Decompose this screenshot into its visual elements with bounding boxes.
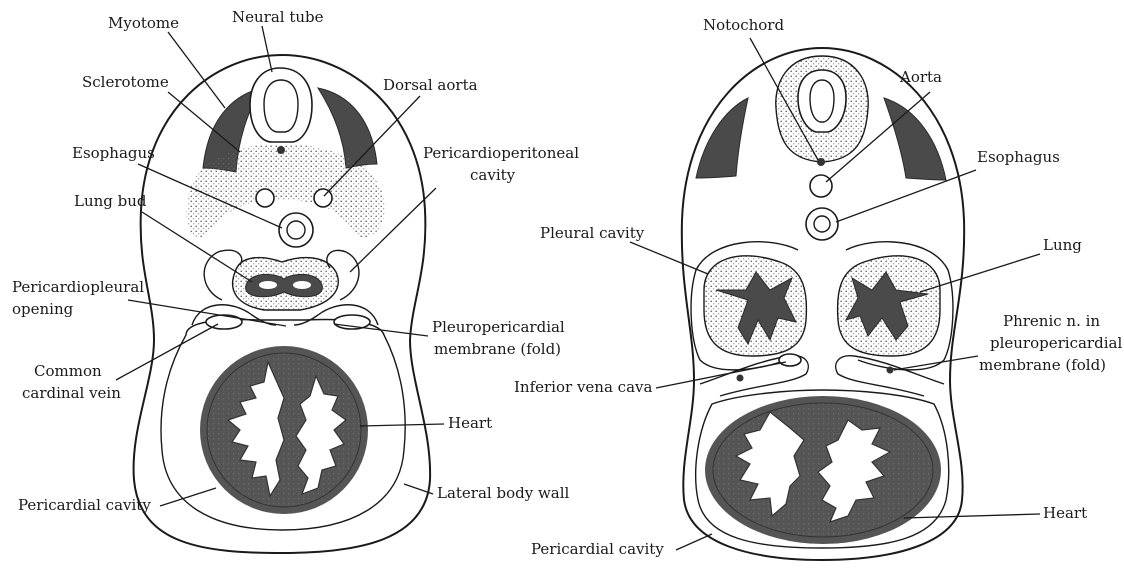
label-esophagus-left: Esophagus	[72, 144, 155, 162]
right-inferior-vena-cava	[779, 354, 801, 366]
label-phrenic-line1: Phrenic n. in	[1003, 312, 1100, 330]
label-neural-tube: Neural tube	[232, 8, 324, 26]
leader-pleural-cavity	[630, 242, 708, 274]
label-phrenic-line2: pleuropericardial	[990, 334, 1122, 352]
label-common-cardinal-line2: cardinal vein	[22, 384, 121, 402]
label-sclerotome: Sclerotome	[82, 73, 169, 91]
label-pericardiopleural-line1: Pericardiopleural	[12, 278, 144, 296]
leader-common-cardinal	[116, 324, 218, 380]
leader-myotome	[168, 32, 225, 108]
label-pleuropericardial-line2: membrane (fold)	[434, 340, 561, 358]
label-pericardioperitoneal-line1: Pericardioperitoneal	[423, 144, 579, 162]
label-aorta: Aorta	[899, 68, 942, 86]
right-cross-section	[682, 48, 964, 560]
left-esophagus	[279, 213, 313, 247]
leader-pleuropericardial	[334, 324, 428, 336]
right-phrenic-nerve-left	[737, 375, 744, 382]
left-dorsal-aorta-left	[256, 189, 274, 207]
label-heart-right: Heart	[1043, 504, 1087, 522]
left-lung-bud-lumen-left	[259, 281, 277, 289]
right-aorta	[810, 175, 832, 197]
label-pericardiopleural-line2: opening	[12, 300, 74, 318]
label-common-cardinal-line1: Common	[34, 362, 102, 380]
right-phrenic-nerve-right	[887, 367, 894, 374]
left-heart-myocardium	[207, 353, 361, 507]
label-phrenic-line3: membrane (fold)	[979, 356, 1106, 374]
right-myotome-left	[696, 98, 748, 178]
left-lung-bud-lumen-right	[293, 281, 311, 289]
left-dorsal-aorta-right	[314, 189, 332, 207]
leader-heart-left	[360, 424, 444, 426]
leader-heart-right	[904, 514, 1040, 518]
label-pleuropericardial-line1: Pleuropericardial	[432, 318, 565, 336]
label-dorsal-aorta: Dorsal aorta	[383, 76, 478, 94]
left-neural-tube	[250, 68, 312, 142]
left-cross-section	[134, 55, 431, 553]
right-esophagus	[806, 208, 838, 240]
leader-inferior-vena-cava	[656, 362, 786, 388]
label-notochord: Notochord	[703, 16, 784, 34]
label-pericardial-cavity-right: Pericardial cavity	[531, 540, 664, 558]
label-lung-bud: Lung bud	[74, 192, 147, 210]
label-lateral-body-wall: Lateral body wall	[437, 484, 570, 502]
right-myotome-right	[884, 98, 946, 180]
label-heart-left: Heart	[448, 414, 492, 432]
right-pleuropericardial-membrane-right	[836, 356, 944, 396]
label-pericardial-cavity-left: Pericardial cavity	[18, 496, 151, 514]
leader-neural-tube	[262, 26, 272, 72]
left-notochord-dot	[277, 146, 285, 154]
leader-pericardial-cavity-right	[676, 534, 712, 550]
label-myotome: Myotome	[108, 14, 179, 32]
label-lung: Lung	[1043, 236, 1082, 254]
label-esophagus-right: Esophagus	[977, 148, 1060, 166]
label-pleural-cavity: Pleural cavity	[540, 224, 645, 242]
label-pericardioperitoneal-line2: cavity	[470, 166, 516, 184]
leader-lung	[920, 254, 1040, 292]
label-inferior-vena-cava: Inferior vena cava	[514, 378, 652, 396]
leader-phrenic	[894, 356, 978, 370]
